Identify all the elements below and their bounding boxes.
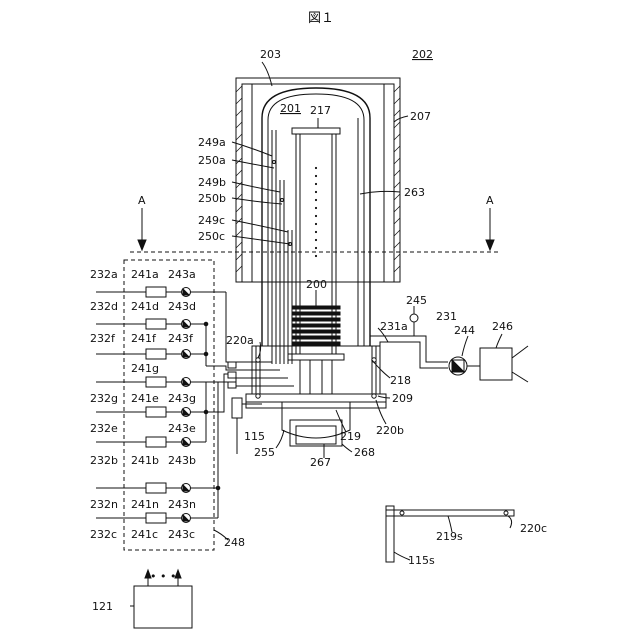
label-241f: 241f [131, 332, 157, 345]
label-220b: 220b [376, 424, 404, 437]
label-241a: 241a [131, 268, 159, 281]
label-section-a-right: A [486, 194, 494, 207]
label-241n: 241n [131, 498, 159, 511]
label-231a: 231a [380, 320, 408, 333]
label-243c: 243c [168, 528, 195, 541]
label-232f: 232f [90, 332, 116, 345]
label-255: 255 [254, 446, 275, 459]
label-219: 219 [340, 430, 361, 443]
label-220a: 220a [226, 334, 254, 347]
label-268: 268 [354, 446, 375, 459]
label-115s: 115s [408, 554, 435, 567]
label-207: 207 [410, 110, 431, 123]
label-248: 248 [224, 536, 245, 549]
label-241d: 241d [131, 300, 159, 313]
label-232e: 232e [90, 422, 118, 435]
label-115: 115 [244, 430, 265, 443]
label-249b: 249b [198, 176, 226, 189]
seal-cap-219 [246, 360, 386, 446]
label-241b: 241b [131, 454, 159, 467]
label-249a: 249a [198, 136, 226, 149]
label-249c: 249c [198, 214, 225, 227]
mfcs-241 [146, 287, 166, 523]
label-209: 209 [392, 392, 413, 405]
label-232a: 232a [90, 268, 118, 281]
label-232n: 232n [90, 498, 118, 511]
label-232c: 232c [90, 528, 117, 541]
label-200: 200 [306, 278, 327, 291]
label-section-a-left: A [138, 194, 146, 207]
label-121: 121 [92, 600, 113, 613]
label-241c: 241c [131, 528, 158, 541]
label-250c: 250c [198, 230, 225, 243]
label-245: 245 [406, 294, 427, 307]
valves-243 [182, 288, 191, 523]
controller-link-dots: • • • [150, 570, 176, 583]
label-243d: 243d [168, 300, 196, 313]
label-243f: 243f [168, 332, 194, 345]
label-232g: 232g [90, 392, 118, 405]
label-218: 218 [390, 374, 411, 387]
label-250a: 250a [198, 154, 226, 167]
label-232d: 232d [90, 300, 118, 313]
figure-title: 図１ [308, 11, 334, 26]
label-202: 202 [412, 48, 433, 61]
label-203: 203 [260, 48, 281, 61]
label-232b: 232b [90, 454, 118, 467]
label-219s: 219s [436, 530, 463, 543]
label-243n: 243n [168, 498, 196, 511]
label-244: 244 [454, 324, 475, 337]
label-263: 263 [404, 186, 425, 199]
nozzles-249 [272, 130, 292, 364]
label-267: 267 [310, 456, 331, 469]
boat-217 [288, 128, 344, 360]
section-line-a [130, 208, 500, 252]
label-201: 201 [280, 102, 301, 115]
label-243b: 243b [168, 454, 196, 467]
label-243a: 243a [168, 268, 196, 281]
label-243e: 243e [168, 422, 196, 435]
label-243g: 243g [168, 392, 196, 405]
label-217: 217 [310, 104, 331, 117]
label-220c: 220c [520, 522, 547, 535]
label-246: 246 [492, 320, 513, 333]
gas-lines [96, 292, 294, 518]
wafers-200 [292, 306, 340, 345]
label-250b: 250b [198, 192, 226, 205]
label-241g: 241g [131, 362, 159, 375]
label-241e: 241e [131, 392, 159, 405]
label-231: 231 [436, 310, 457, 323]
